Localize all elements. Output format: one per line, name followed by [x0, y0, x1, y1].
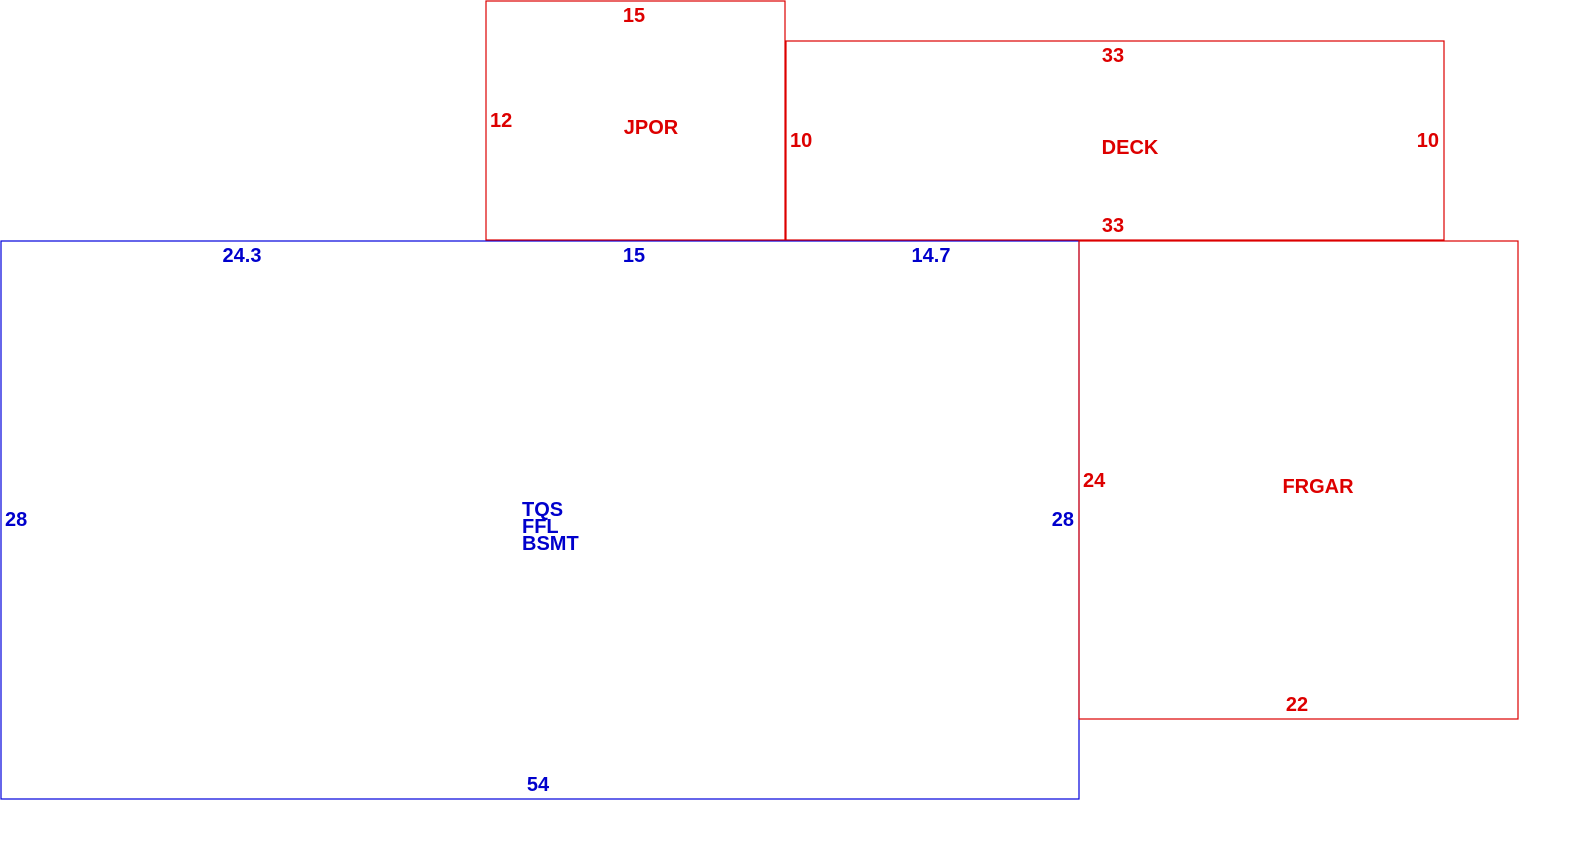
frgar-outline — [1078, 240, 1519, 720]
deck-dim-bottom: 33 — [1102, 215, 1124, 237]
deck-dim-left: 10 — [790, 130, 812, 152]
jpor-outline — [485, 0, 786, 241]
main-dim-top-left: 24.3 — [223, 245, 262, 267]
deck-dim-top: 33 — [1102, 45, 1124, 67]
frgar-dim-bottom: 22 — [1286, 694, 1308, 716]
deck-outline — [785, 40, 1445, 241]
jpor-dim-left: 12 — [490, 110, 512, 132]
main-dim-top-mid: 15 — [623, 245, 645, 267]
frgar-dim-left: 24 — [1083, 470, 1106, 492]
main-dim-top-right: 14.7 — [912, 245, 951, 267]
frgar-label: FRGAR — [1282, 476, 1354, 498]
jpor-label: JPOR — [624, 117, 679, 139]
main-dim-left: 28 — [5, 509, 27, 531]
main-label-bsmt: BSMT — [522, 533, 579, 555]
main-dim-bottom: 54 — [527, 774, 550, 796]
deck-label: DECK — [1102, 137, 1159, 159]
main-dim-right: 28 — [1052, 509, 1074, 531]
main-label-ffl: FFL — [522, 516, 559, 538]
jpor-dim-top: 15 — [623, 5, 645, 27]
deck-dim-right: 10 — [1417, 130, 1439, 152]
main-label-tqs: TQS — [522, 499, 563, 521]
